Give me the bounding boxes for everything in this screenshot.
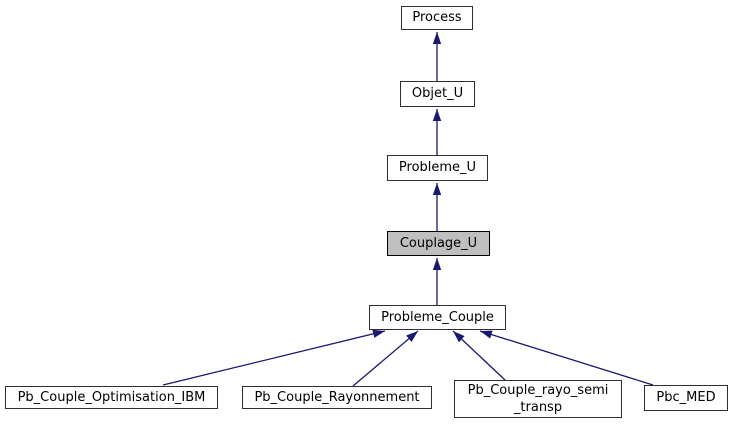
node-probleme-u[interactable]: Probleme_U — [387, 155, 488, 181]
node-pb-couple-optimisation-ibm-label: Pb_Couple_Optimisation_IBM — [17, 389, 206, 405]
node-pb-couple-rayonnement-label: Pb_Couple_Rayonnement — [254, 389, 420, 405]
edge-pb-rayo-semi-to-probleme-couple — [452, 330, 506, 381]
node-pb-couple-rayonnement[interactable]: Pb_Couple_Rayonnement — [242, 386, 432, 409]
edge-pb-ibm-to-probleme-couple — [162, 329, 386, 386]
node-pb-couple-optimisation-ibm[interactable]: Pb_Couple_Optimisation_IBM — [5, 386, 218, 409]
node-probleme-couple-label: Probleme_Couple — [381, 309, 494, 325]
edge-pbc-med-to-probleme-couple — [479, 330, 654, 386]
node-objet-u-label: Objet_U — [411, 86, 464, 101]
node-couplage-u[interactable]: Couplage_U — [387, 231, 490, 256]
node-couplage-u-label: Couplage_U — [399, 235, 478, 251]
node-probleme-u-label: Probleme_U — [398, 160, 477, 175]
node-probleme-couple[interactable]: Probleme_Couple — [369, 305, 506, 330]
node-process-label: Process — [412, 10, 462, 25]
node-pb-couple-rayo-semi-transp-label-line1: Pb_Couple_rayo_semi — [467, 383, 609, 398]
node-process[interactable]: Process — [401, 6, 473, 30]
node-pb-couple-rayo-semi-transp[interactable]: Pb_Couple_rayo_semi _transp — [454, 380, 622, 418]
node-pbc-med[interactable]: Pbc_MED — [644, 385, 728, 411]
node-pb-couple-rayo-semi-transp-label-line2: _transp — [513, 400, 563, 415]
node-pbc-med-label: Pbc_MED — [656, 390, 716, 405]
node-objet-u[interactable]: Objet_U — [400, 81, 475, 107]
edge-pb-rayonnement-to-probleme-couple — [352, 330, 419, 387]
